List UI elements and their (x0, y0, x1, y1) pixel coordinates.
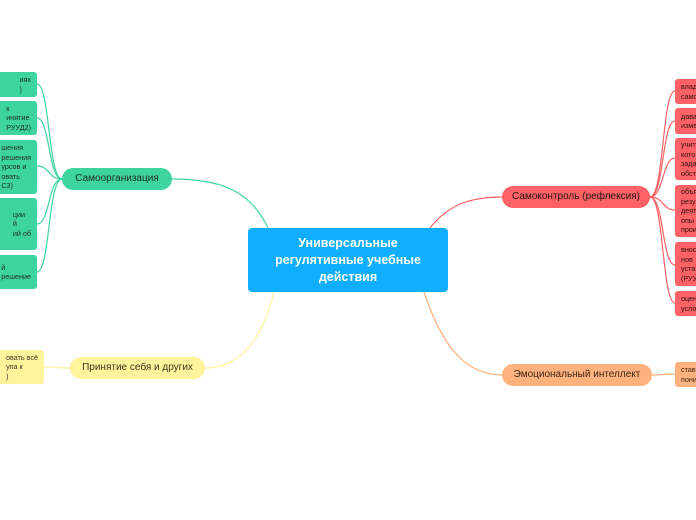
leaf-self-control-4[interactable]: объя резу деят опы прои (675, 185, 696, 237)
link-self-organization (171, 178, 269, 229)
leaf-acceptance-1[interactable]: овать всё упа к ) (0, 350, 44, 384)
link-self-control (429, 196, 503, 229)
leaf-self-organization-4[interactable]: ции й ий об (0, 198, 37, 250)
leaf-emotional-1[interactable]: став пони (675, 362, 696, 387)
topic-emotional-intelligence[interactable]: Эмоциональный интеллект (502, 364, 652, 386)
leaf-self-organization-1[interactable]: иях ) (0, 72, 37, 97)
link-emotional-leaf (651, 373, 676, 376)
leaf-self-organization-3[interactable]: шения решения урсов и овать С3) (0, 140, 37, 194)
topic-self-control[interactable]: Самоконтроль (рефлексия) (502, 186, 650, 208)
leaf-self-organization-2[interactable]: к инятие РУУД2) (0, 101, 37, 135)
leaf-self-organization-5[interactable]: й решение (0, 255, 37, 289)
link-emotional (423, 291, 503, 376)
leaf-self-control-3[interactable]: учит кото зада обст (675, 138, 696, 180)
link-acceptance-leaf (43, 366, 71, 369)
link-acceptance (204, 291, 275, 369)
leaf-self-control-2[interactable]: дава изме (675, 108, 696, 134)
central-topic[interactable]: Универсальные регулятивные учебные дейст… (248, 228, 448, 292)
links-self-control-leaves (649, 90, 676, 304)
leaf-self-control-6[interactable]: оцен усло (675, 291, 696, 316)
topic-acceptance[interactable]: Принятие себя и других (70, 357, 205, 379)
topic-self-organization[interactable]: Самоорганизация (62, 168, 172, 190)
leaf-self-control-5[interactable]: внос нов уста (РУУ (675, 242, 696, 286)
links-self-organization-leaves (36, 83, 63, 273)
leaf-self-control-1[interactable]: влад само (675, 79, 696, 104)
